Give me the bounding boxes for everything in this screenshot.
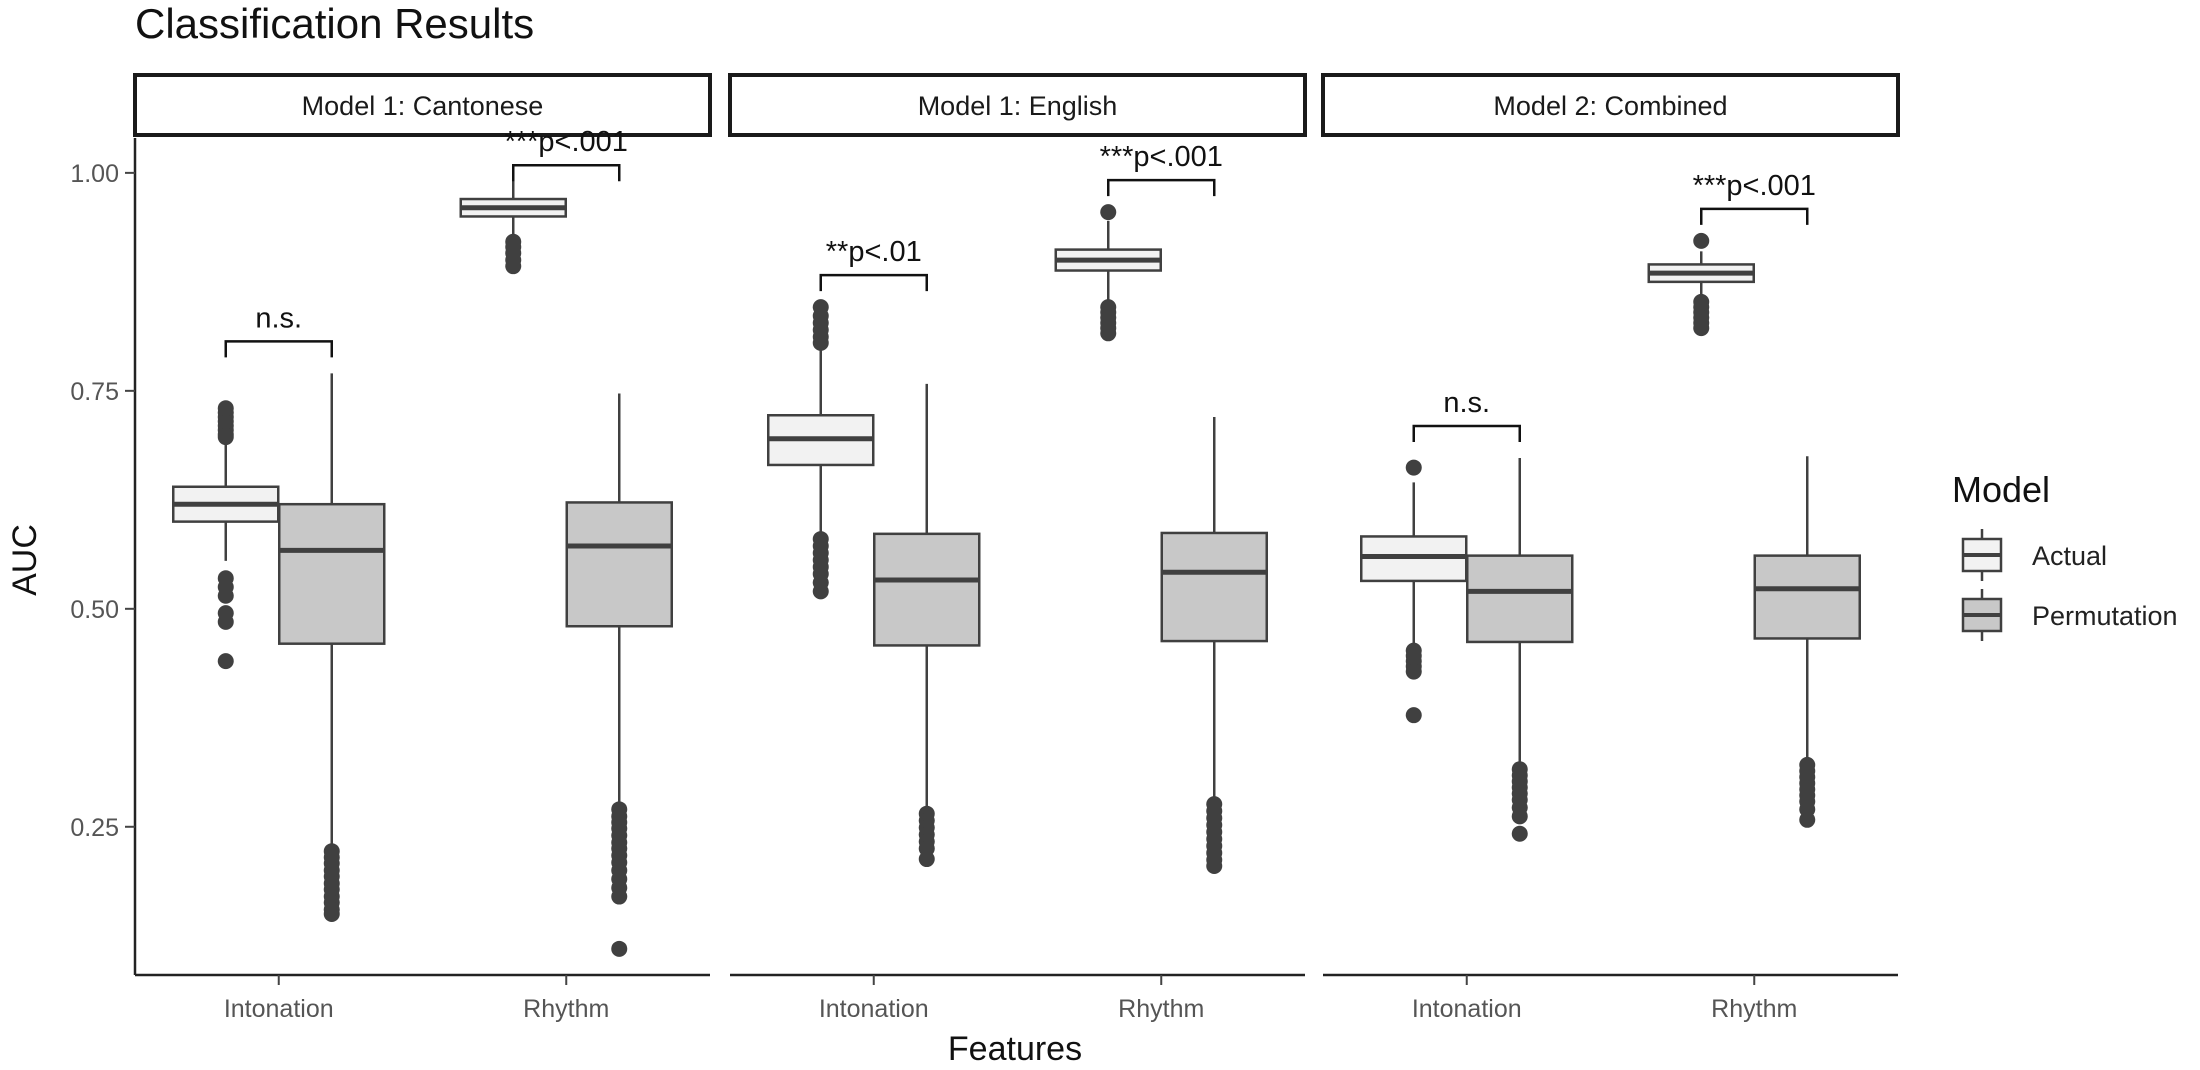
significance-label: n.s. bbox=[255, 302, 302, 334]
facet-strip-label: Model 2: Combined bbox=[1493, 91, 1727, 121]
outlier-point bbox=[217, 653, 234, 670]
permutation-box bbox=[1466, 457, 1574, 842]
outlier-point bbox=[323, 905, 340, 922]
iqr-box bbox=[565, 501, 673, 628]
outlier-point bbox=[1100, 204, 1117, 221]
x-tick-label: Intonation bbox=[1412, 995, 1522, 1023]
permutation-box bbox=[873, 383, 981, 868]
outlier-point bbox=[217, 587, 234, 604]
x-tick-label: Rhythm bbox=[523, 995, 609, 1023]
facet-strip-box bbox=[1321, 73, 1900, 137]
outlier-point bbox=[1693, 232, 1710, 249]
permutation-box bbox=[1160, 417, 1268, 875]
significance-bracket bbox=[512, 163, 621, 182]
significance-bracket bbox=[1700, 207, 1809, 225]
legend-title: Model bbox=[1952, 469, 2050, 510]
outlier-point bbox=[812, 299, 829, 316]
x-axis-title: Features bbox=[948, 1030, 1082, 1068]
iqr-box bbox=[873, 532, 981, 647]
facet-strip-box bbox=[728, 73, 1307, 137]
legend-key-0: Actual bbox=[1961, 529, 2107, 581]
outlier-point bbox=[1405, 459, 1422, 476]
x-tick-label: Rhythm bbox=[1711, 995, 1797, 1023]
outlier-point bbox=[217, 400, 234, 417]
legend-label: Permutation bbox=[2032, 601, 2178, 631]
significance-label: ***p<.001 bbox=[1100, 141, 1223, 173]
y-tick-label: 0.50 bbox=[70, 596, 119, 624]
actual-box bbox=[1647, 232, 1755, 337]
outlier-point bbox=[1100, 325, 1117, 342]
y-axis: 0.25 0.50 0.75 1.00 bbox=[70, 138, 137, 975]
x-tick-label: Rhythm bbox=[1118, 995, 1204, 1023]
outlier-point bbox=[1511, 808, 1528, 825]
outlier-point bbox=[1693, 320, 1710, 337]
permutation-box bbox=[565, 393, 673, 957]
significance-bracket bbox=[1412, 424, 1521, 442]
outlier-point bbox=[1799, 811, 1816, 828]
actual-box bbox=[1054, 204, 1162, 342]
x-tick-label: Intonation bbox=[819, 995, 929, 1023]
significance-label: n.s. bbox=[1443, 387, 1490, 419]
outlier-point bbox=[217, 613, 234, 630]
actual-box bbox=[172, 400, 280, 670]
outlier-point bbox=[1511, 825, 1528, 842]
facet-strip-label: Model 1: English bbox=[918, 91, 1118, 121]
facet-strip-box bbox=[133, 73, 712, 137]
legend-key-1: Permutation bbox=[1961, 589, 2178, 641]
outlier-point bbox=[505, 258, 522, 275]
y-tick-label: 0.75 bbox=[70, 378, 119, 406]
significance-label: ***p<.001 bbox=[505, 126, 628, 158]
significance-label: ***p<.001 bbox=[1693, 170, 1816, 202]
legend-label: Actual bbox=[2032, 541, 2107, 571]
significance-bracket bbox=[1107, 178, 1216, 197]
x-tick-label: Intonation bbox=[224, 995, 334, 1023]
outlier-point bbox=[1405, 707, 1422, 724]
outlier-point bbox=[918, 851, 935, 868]
significance-bracket bbox=[224, 340, 333, 358]
facet-strip-label: Model 1: Cantonese bbox=[302, 91, 544, 121]
actual-box bbox=[1360, 459, 1468, 724]
actual-box bbox=[767, 299, 875, 600]
y-tick-label: 1.00 bbox=[70, 160, 119, 188]
outlier-point bbox=[611, 888, 628, 905]
permutation-box bbox=[1753, 456, 1861, 828]
outlier-point bbox=[1206, 858, 1223, 875]
outlier-point bbox=[1405, 663, 1422, 680]
actual-box bbox=[459, 177, 567, 275]
outlier-point bbox=[812, 583, 829, 600]
iqr-box bbox=[278, 502, 386, 645]
iqr-box bbox=[1466, 554, 1574, 644]
iqr-box bbox=[1160, 531, 1268, 643]
y-tick-label: 0.25 bbox=[70, 814, 119, 842]
y-axis-title: AUC bbox=[6, 524, 44, 596]
iqr-box bbox=[1753, 554, 1861, 640]
significance-label: **p<.01 bbox=[826, 236, 922, 268]
significance-bracket bbox=[819, 273, 928, 292]
outlier-point bbox=[611, 940, 628, 957]
chart-title: Classification Results bbox=[135, 0, 534, 47]
permutation-box bbox=[278, 373, 386, 922]
